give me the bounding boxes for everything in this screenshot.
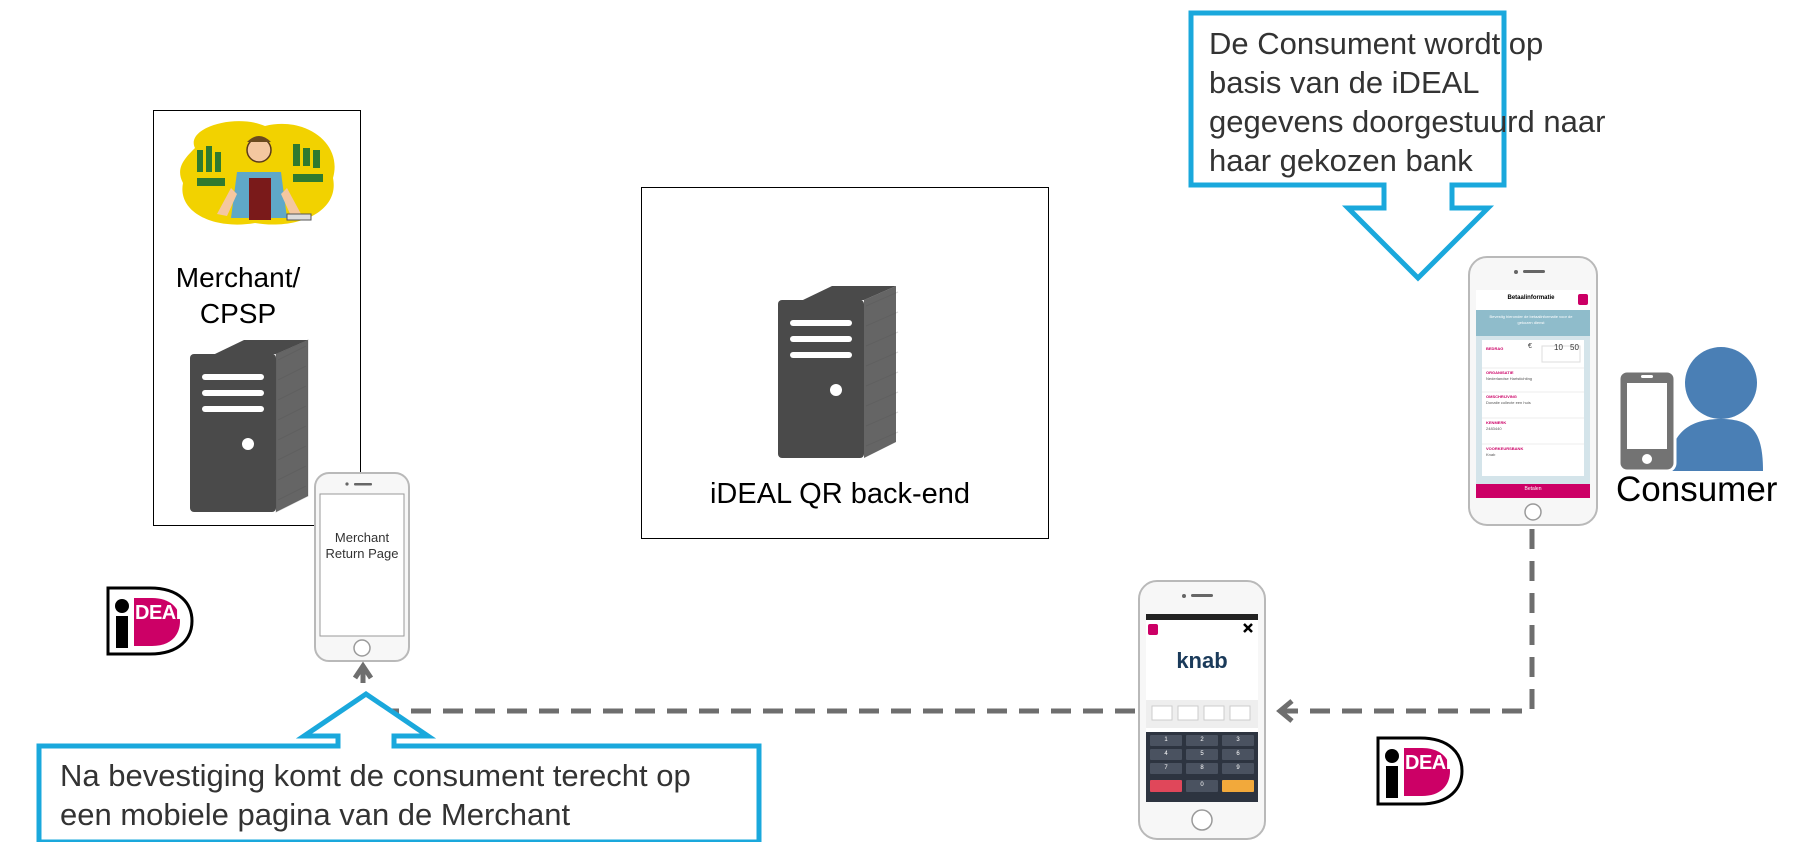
payment-desc-label: OMSCHRIJVING bbox=[1486, 394, 1517, 399]
payment-org-label: ORGANISATIE bbox=[1486, 370, 1514, 375]
merchant-server-icon bbox=[190, 339, 309, 513]
ideal-logo-right bbox=[1376, 736, 1464, 806]
payment-amount-whole: 10 bbox=[1554, 343, 1563, 352]
callout-top-line1: De Consument wordt op bbox=[1209, 26, 1544, 61]
keypad-key-1: 1 bbox=[1164, 737, 1168, 743]
bank-phone bbox=[1138, 580, 1266, 840]
merchant-shopkeeper-image bbox=[180, 121, 335, 225]
callout-top-line2: basis van de iDEAL bbox=[1209, 65, 1480, 100]
keypad-key-6: 6 bbox=[1236, 751, 1240, 757]
callout-bottom-shape bbox=[36, 690, 762, 842]
bank-logo-knab: knab bbox=[1176, 648, 1228, 673]
merchant-label-line1: Merchant/ bbox=[175, 262, 301, 293]
payment-desc-value: Donatie collecte een huis bbox=[1486, 400, 1531, 405]
consumer-phone bbox=[1468, 256, 1598, 526]
backend-server-icon bbox=[778, 286, 899, 458]
keypad-key-2: 2 bbox=[1200, 737, 1204, 743]
merchant-phone-line2: Return Page bbox=[325, 546, 399, 561]
payment-intro: Bevestig hieronder de betaalinformatie v… bbox=[1489, 314, 1573, 325]
payment-ref-value: 2483440 bbox=[1486, 426, 1502, 431]
keypad-key-7: 7 bbox=[1164, 765, 1168, 771]
payment-bank-label: VOORKEURSBANK bbox=[1486, 446, 1524, 451]
payment-pay-button: Betalen bbox=[1524, 486, 1542, 492]
keypad-key-9: 9 bbox=[1236, 765, 1240, 771]
keypad-key-8: 8 bbox=[1200, 765, 1204, 771]
ideal-logo-left bbox=[106, 586, 194, 656]
callout-bottom-line2: een mobiele pagina van de Merchant bbox=[60, 797, 571, 832]
keypad-key-3: 3 bbox=[1236, 737, 1240, 743]
consumer-person-icon bbox=[1617, 347, 1763, 473]
callout-top-line4: haar gekozen bank bbox=[1209, 143, 1473, 178]
payment-header: Betaalinformatie bbox=[1507, 295, 1555, 301]
payment-bank-value: Knab bbox=[1486, 452, 1496, 457]
callout-bottom-line1: Na bevestiging komt de consument terecht… bbox=[60, 758, 691, 793]
keypad-key-4: 4 bbox=[1164, 751, 1168, 757]
backend-label: iDEAL QR back-end bbox=[709, 478, 971, 510]
ideal-logo-left-text: DEAL bbox=[135, 602, 188, 624]
payment-ref-label: KENMERK bbox=[1486, 420, 1507, 425]
merchant-phone-line1: Merchant bbox=[334, 530, 390, 545]
ideal-logo-right-text: DEAL bbox=[1405, 752, 1458, 774]
payment-amount-decimal: 50 bbox=[1570, 343, 1579, 352]
payment-org-value: Nederlandse Hartstichting bbox=[1486, 376, 1533, 381]
keypad-key-5: 5 bbox=[1200, 751, 1204, 757]
payment-amount-label: BEDRAG bbox=[1486, 346, 1504, 351]
merchant-phone bbox=[314, 472, 410, 662]
callout-top-shape bbox=[1188, 10, 1507, 282]
consumer-label: Consumer bbox=[1616, 470, 1778, 509]
callout-top-line3: gegevens doorgestuurd naar bbox=[1209, 104, 1606, 139]
flow-arrow-consumer-to-bank bbox=[1276, 529, 1535, 723]
keypad-key-0: 0 bbox=[1200, 782, 1204, 788]
merchant-label-line2: CPSP bbox=[199, 298, 277, 329]
payment-currency: € bbox=[1528, 343, 1532, 350]
